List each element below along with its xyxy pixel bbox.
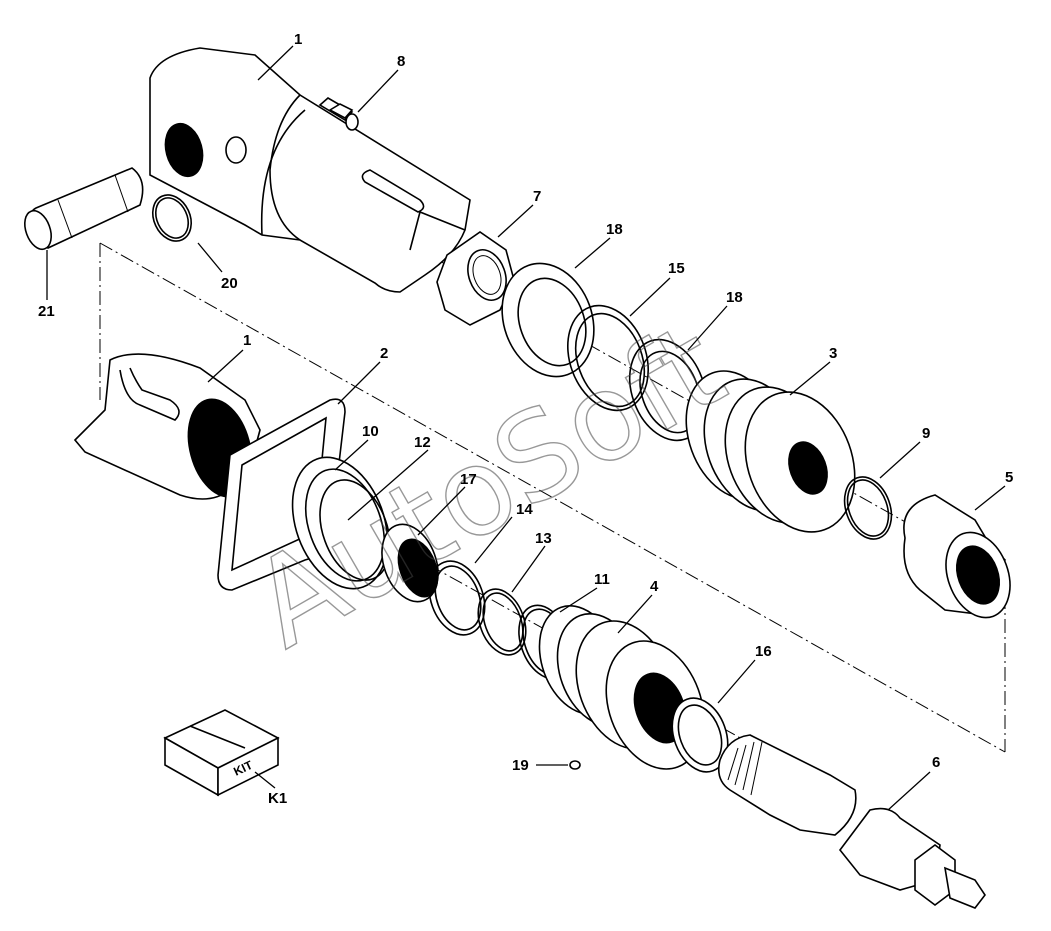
callout-21: 21 [38, 303, 55, 320]
part-8-fitting [318, 97, 359, 131]
callout-2: 2 [380, 345, 388, 362]
callout-7: 7 [533, 188, 541, 205]
callout-18-upper: 18 [606, 221, 623, 238]
kit-box-k1: KIT [163, 709, 280, 797]
part-6-rod [717, 734, 986, 909]
callout-13: 13 [535, 530, 552, 547]
callout-14: 14 [516, 501, 533, 518]
callouts: 1 8 7 18 15 18 3 9 5 2 1 10 12 17 14 13 … [38, 31, 1013, 807]
callout-6: 6 [932, 754, 940, 771]
part-3-gland [685, 370, 856, 533]
part-14-ring [428, 560, 486, 636]
callout-18-lower: 18 [726, 289, 743, 306]
part-5-bushing [903, 494, 1011, 619]
callout-5: 5 [1005, 469, 1013, 486]
callout-15: 15 [668, 260, 685, 277]
part-18-ring-lower [628, 338, 708, 442]
leader-lines [46, 45, 1006, 811]
part-9-o-ring [843, 476, 893, 540]
callout-9: 9 [922, 425, 930, 442]
callout-3: 3 [829, 345, 837, 362]
callout-19: 19 [512, 757, 529, 774]
callout-k1: K1 [268, 790, 287, 807]
part-19-screw [569, 760, 581, 770]
part-1-barrel-cutaway [73, 353, 261, 500]
callout-10: 10 [362, 423, 379, 440]
part-20-snap-ring [151, 194, 193, 242]
callout-4: 4 [650, 578, 659, 595]
callout-16: 16 [755, 643, 772, 660]
part-17-sleeve [381, 523, 439, 603]
callout-11: 11 [594, 571, 610, 588]
callout-1-lower: 1 [243, 332, 251, 349]
callout-20: 20 [221, 275, 238, 292]
part-16-seal [671, 697, 729, 773]
part-7-hex-nut [436, 231, 515, 326]
part-18-ring-upper [501, 262, 595, 378]
part-21-pin [24, 167, 144, 251]
parts-10-12-rings [291, 456, 391, 590]
callout-17: 17 [460, 471, 477, 488]
callout-8: 8 [397, 53, 405, 70]
callout-12: 12 [414, 434, 431, 451]
part-1-barrel-end [149, 47, 471, 293]
callout-1-upper: 1 [294, 31, 302, 48]
